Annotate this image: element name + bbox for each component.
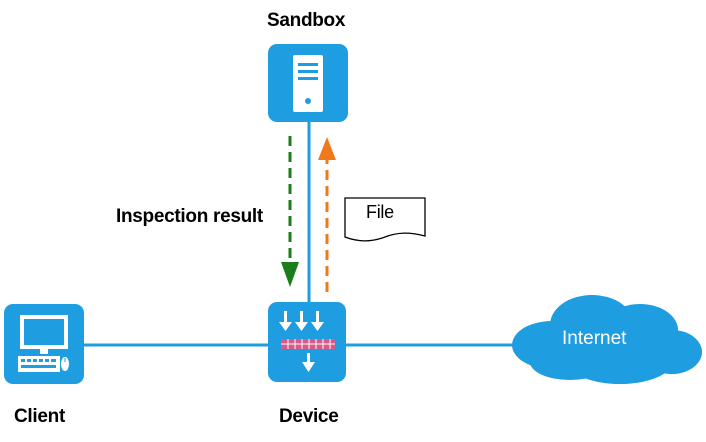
file-document-icon bbox=[344, 197, 426, 242]
inspection-result-label: Inspection result bbox=[116, 206, 263, 227]
device-label: Device bbox=[279, 406, 339, 427]
server-icon bbox=[293, 55, 323, 112]
file-upload-arrow bbox=[318, 137, 336, 292]
cloud-icon bbox=[512, 295, 702, 384]
computer-icon bbox=[18, 315, 69, 372]
sandbox-node bbox=[268, 44, 348, 122]
client-node bbox=[4, 304, 84, 384]
file-label: File bbox=[366, 202, 394, 222]
firewall-device-icon bbox=[279, 311, 335, 372]
client-label: Client bbox=[14, 406, 65, 427]
sandbox-label: Sandbox bbox=[267, 10, 346, 31]
internet-label: Internet bbox=[562, 328, 627, 349]
device-node bbox=[268, 302, 346, 382]
inspection-result-arrow bbox=[281, 136, 299, 287]
